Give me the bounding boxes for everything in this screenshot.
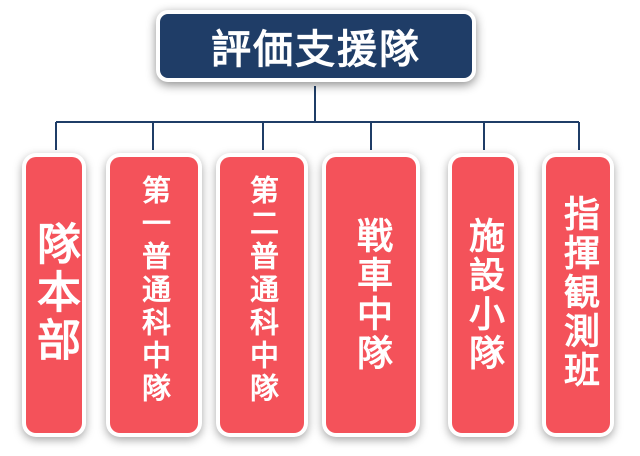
unit-headquarters: 隊本部 xyxy=(26,157,82,433)
root-node: 評価支援隊 xyxy=(160,14,472,78)
unit-label: 第二普通科中隊 xyxy=(245,175,280,406)
unit-label: 隊本部 xyxy=(29,221,80,365)
unit-command-observation-team: 指揮観測班 xyxy=(546,157,610,433)
unit-label: 指揮観測班 xyxy=(558,195,599,390)
unit-tank-company: 戦車中隊 xyxy=(326,157,416,433)
unit-engineer-platoon: 施設小隊 xyxy=(452,157,514,433)
root-node-label: 評価支援隊 xyxy=(211,27,421,73)
unit-label: 第一普通科中隊 xyxy=(137,175,172,406)
unit-label: 施設小隊 xyxy=(463,217,504,373)
unit-second-infantry-company: 第二普通科中隊 xyxy=(220,157,304,433)
unit-label: 戦車中隊 xyxy=(351,217,392,373)
unit-first-infantry-company: 第一普通科中隊 xyxy=(110,157,198,433)
